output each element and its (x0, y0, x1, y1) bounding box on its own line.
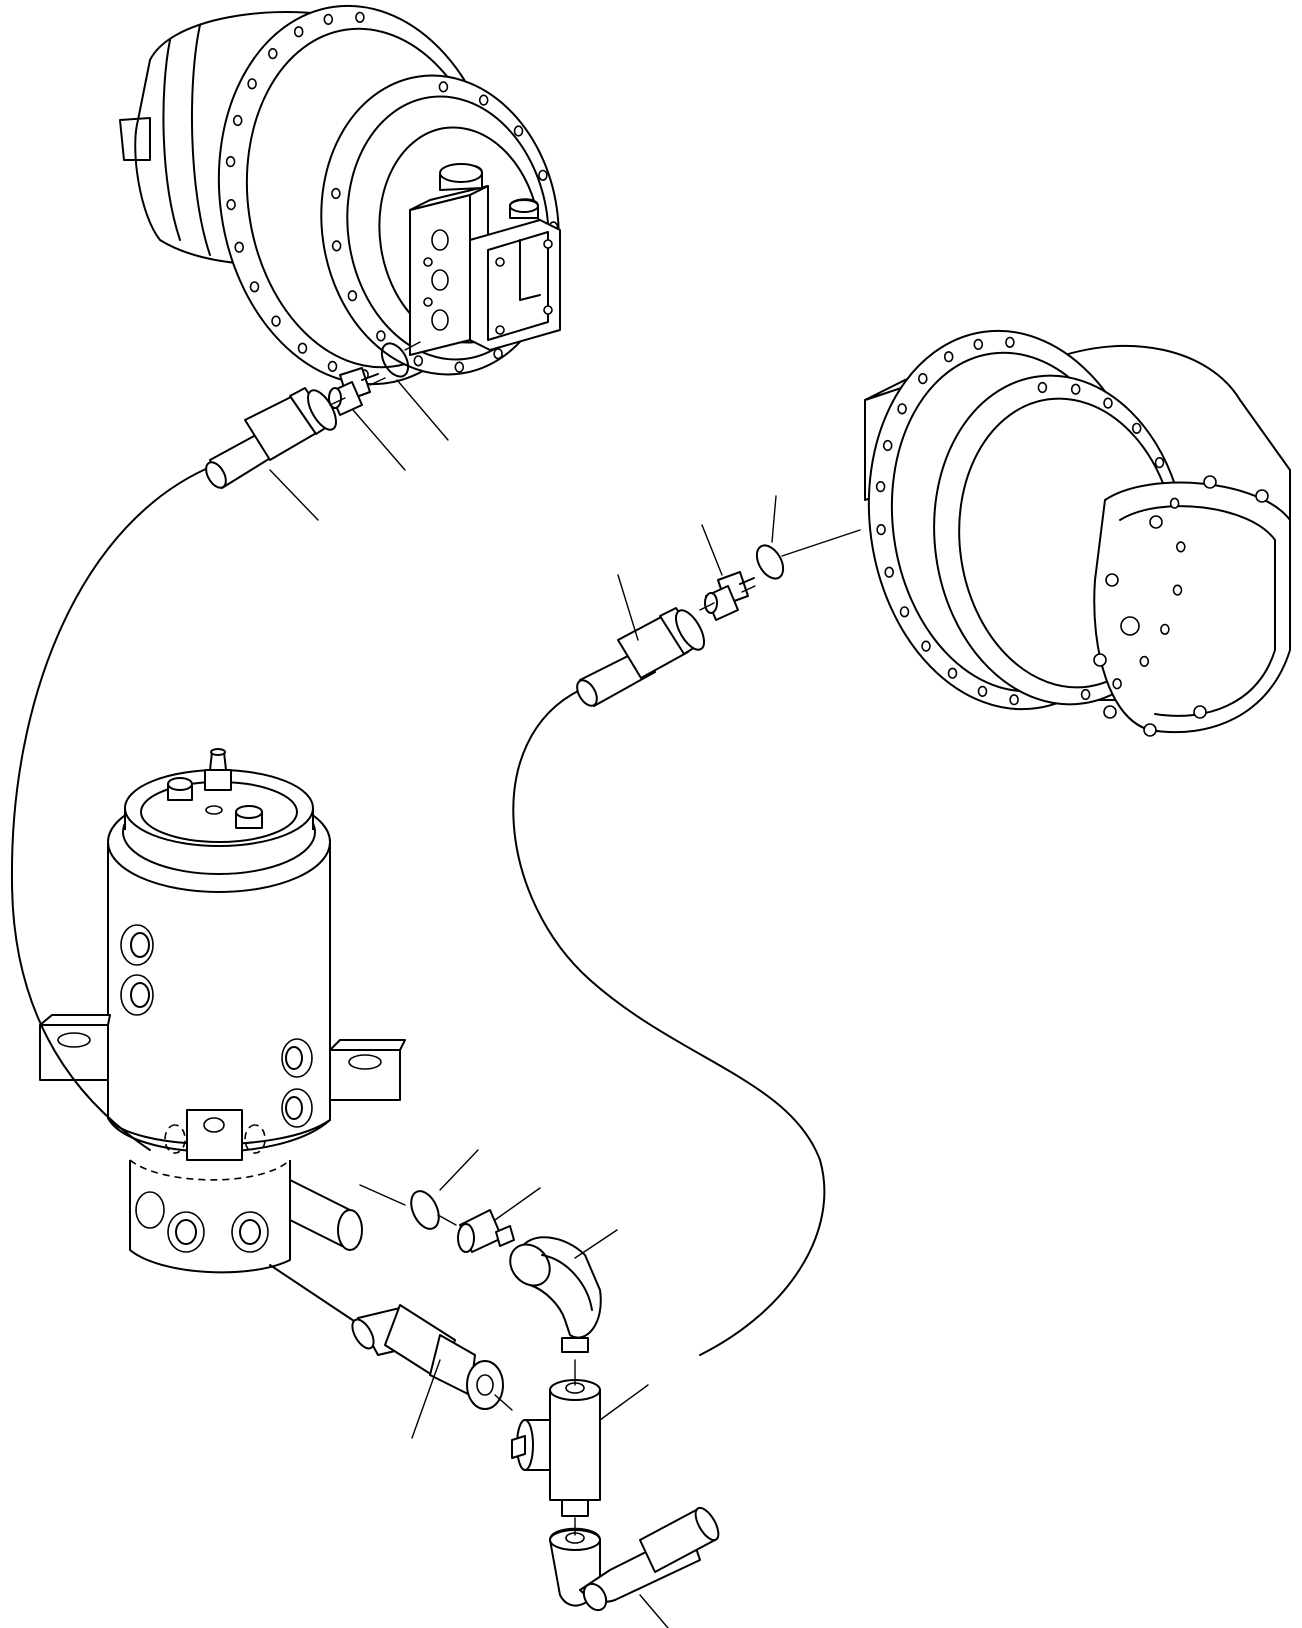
bolt-hole (297, 342, 308, 354)
bolt-hole (538, 169, 548, 181)
center-lines (329, 341, 861, 1536)
bolt-hole (1131, 422, 1142, 434)
swivel-joint (39, 748, 406, 1274)
adapter-right (704, 571, 755, 621)
adapter-bottom (457, 1209, 515, 1253)
elbow-lower (549, 1506, 720, 1612)
bolt-hole (973, 338, 984, 351)
adapter-left (328, 367, 379, 416)
o-ring-left (380, 342, 410, 378)
bolt-hole (1154, 457, 1165, 469)
bolt-hole (899, 606, 910, 618)
bolt-hole (323, 13, 334, 25)
bolt-hole (413, 355, 424, 367)
bolt-hole (1009, 694, 1019, 706)
bolt-hole (947, 667, 958, 679)
o-ring-right (755, 544, 785, 580)
leader-lines (269, 379, 777, 1628)
bolt-hole (226, 199, 236, 211)
bolt-hole (293, 26, 304, 38)
bolt-hole (1169, 497, 1180, 509)
bolt-hole (225, 156, 236, 168)
bolt-hole (513, 125, 524, 137)
bolt-hole (884, 566, 895, 578)
bolt-hole (1139, 655, 1150, 668)
bolt-hole (271, 315, 281, 327)
bolt-hole (249, 281, 260, 293)
bolt-hole (234, 241, 244, 253)
bolt-hole (1112, 678, 1122, 690)
bolt-hole (454, 361, 465, 373)
bolt-hole (876, 523, 886, 536)
bolt-hole (438, 81, 449, 93)
travel-motor-right (864, 329, 1291, 737)
hose-lower (269, 1264, 504, 1410)
bolt-hole (1103, 397, 1113, 409)
bolt-hole (331, 187, 341, 200)
bolt-hole (1005, 336, 1015, 348)
bolt-hole (247, 78, 257, 90)
bolt-hole (977, 685, 988, 698)
bolt-hole (1172, 584, 1183, 596)
elbow-upper (509, 1236, 602, 1353)
o-ring-bottom (410, 1190, 440, 1230)
tee-fitting (511, 1379, 601, 1517)
bolt-hole (897, 403, 907, 415)
bolt-hole (1070, 383, 1081, 395)
bolt-hole (917, 373, 928, 385)
bolt-hole (943, 351, 954, 363)
bolt-hole (1176, 541, 1186, 553)
bolt-hole (331, 240, 342, 252)
bolt-hole (267, 47, 278, 60)
travel-motor-left (119, 4, 561, 386)
bolt-hole (327, 360, 338, 373)
bolt-hole (1160, 623, 1170, 635)
bolt-hole (347, 290, 358, 302)
bolt-hole (376, 330, 386, 342)
bolt-hole (921, 640, 931, 652)
bolt-hole (1080, 688, 1091, 701)
bolt-hole (232, 114, 243, 127)
bolt-hole (1037, 381, 1048, 394)
bolt-hole (882, 439, 893, 452)
bolt-hole (355, 11, 365, 23)
bolt-hole (875, 481, 886, 493)
hose-left (10, 387, 337, 1151)
bolt-hole (478, 94, 489, 106)
bolt-hole (493, 348, 503, 360)
